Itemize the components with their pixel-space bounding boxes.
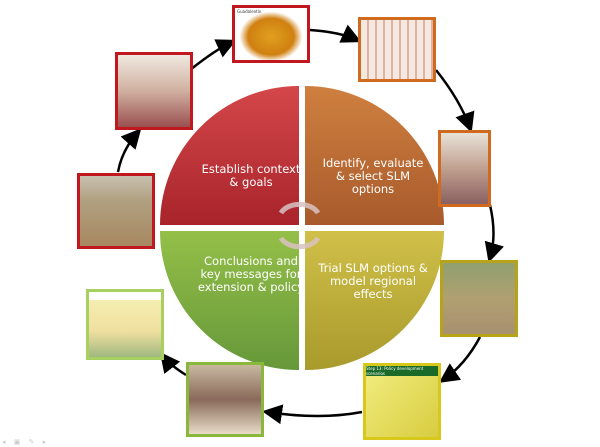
quadrant-context [160,86,299,225]
thumbnail-policy-scenarios: Step 13: Policy development scenarios [363,363,441,440]
thumbnail-landscape [77,173,155,249]
label-conclusions: Conclusions and key messages for extensi… [197,254,305,294]
label-identify-options: Identify, evaluate & select SLM options [322,156,424,196]
quadrant-shapes [160,86,444,370]
thumbnail-field-trial [440,260,518,337]
thumbnail-options-table [358,17,436,82]
quadrant-identify [305,86,444,225]
thumbnail-workshop-photo [438,130,491,207]
center-cycle-icon [278,201,321,250]
thumbnail-document [86,289,164,360]
thumbnail-meeting [186,362,264,437]
quadrant-trial [305,231,444,370]
thumbnail-map: Guadalentín [232,5,310,63]
cycle-arrows [116,24,504,425]
slide-toolbar[interactable]: ◂ ▣ ✎ ▸ [2,438,50,446]
quadrant-conclusions [160,231,299,370]
label-trial-options: Trial SLM options & model regional effec… [318,261,428,301]
thumbnail-room [115,52,193,130]
label-establish-context: Establish context & goals [201,162,301,189]
